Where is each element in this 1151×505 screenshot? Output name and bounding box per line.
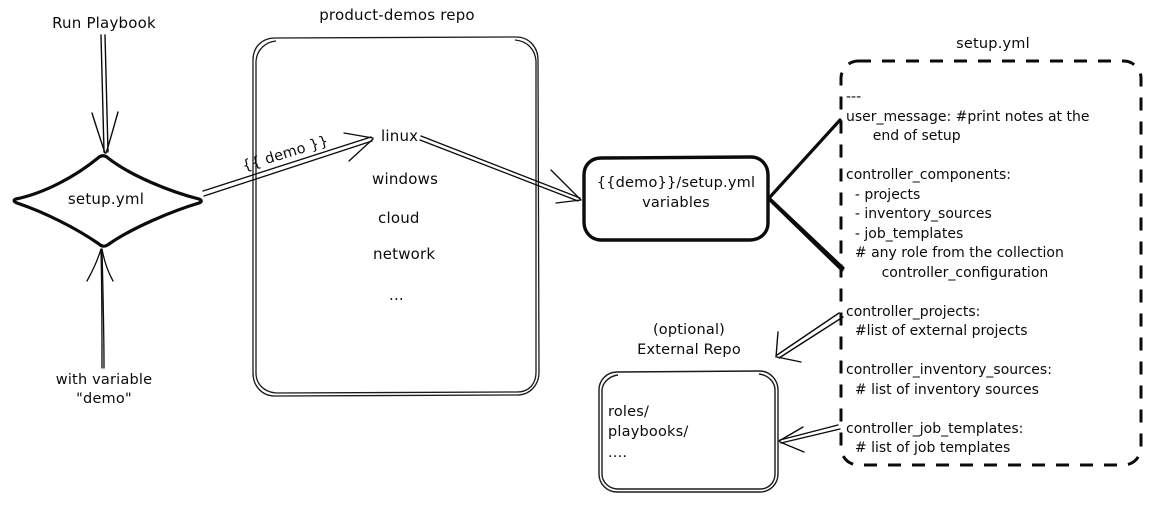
arrow-linux-to-variables bbox=[419, 135, 582, 204]
setup-yml-diamond bbox=[12, 154, 203, 248]
arrow-setup-to-linux bbox=[202, 132, 374, 197]
repo-item-cloud: cloud bbox=[378, 209, 420, 227]
setup-yml-code: --- user_message: #print notes at the en… bbox=[846, 89, 1090, 456]
external-repo-item-ellipsis: .... bbox=[608, 445, 628, 461]
variables-box-line1: {{demo}}/setup.yml bbox=[596, 175, 756, 191]
external-repo-item-roles: roles/ bbox=[608, 404, 650, 420]
repo-item-windows: windows bbox=[372, 170, 439, 188]
setup-yml-diamond-label: setup.yml bbox=[67, 190, 145, 208]
arrow-controller-job-templates-to-external-repo bbox=[778, 424, 841, 453]
external-repo-title-line1: (optional) bbox=[652, 322, 726, 338]
variables-box-line2: variables bbox=[642, 195, 710, 211]
repo-item-network: network bbox=[373, 245, 436, 263]
external-repo-item-playbooks: playbooks/ bbox=[608, 424, 689, 440]
external-repo-title-line2: External Repo bbox=[637, 342, 741, 358]
arrow-run-playbook-to-setup bbox=[91, 34, 119, 154]
variables-box bbox=[582, 155, 770, 242]
connector-variables-to-setup-yml bbox=[768, 118, 845, 272]
with-variable-label-line1: with variable bbox=[55, 372, 153, 388]
repo-item-ellipsis: ... bbox=[389, 286, 404, 304]
product-demos-repo-box bbox=[252, 36, 540, 397]
arrow-with-variable-to-setup bbox=[86, 248, 114, 369]
setup-yml-dashed-box bbox=[839, 59, 1143, 467]
repo-item-linux: linux bbox=[381, 127, 419, 145]
external-repo-box bbox=[598, 370, 779, 493]
with-variable-label-line2: "demo" bbox=[76, 391, 132, 407]
product-demos-repo-title: product-demos repo bbox=[319, 6, 475, 24]
arrow-controller-projects-to-external-repo bbox=[775, 312, 844, 363]
setup-yml-dashed-box-title: setup.yml bbox=[956, 36, 1030, 52]
run-playbook-label: Run Playbook bbox=[52, 14, 156, 32]
